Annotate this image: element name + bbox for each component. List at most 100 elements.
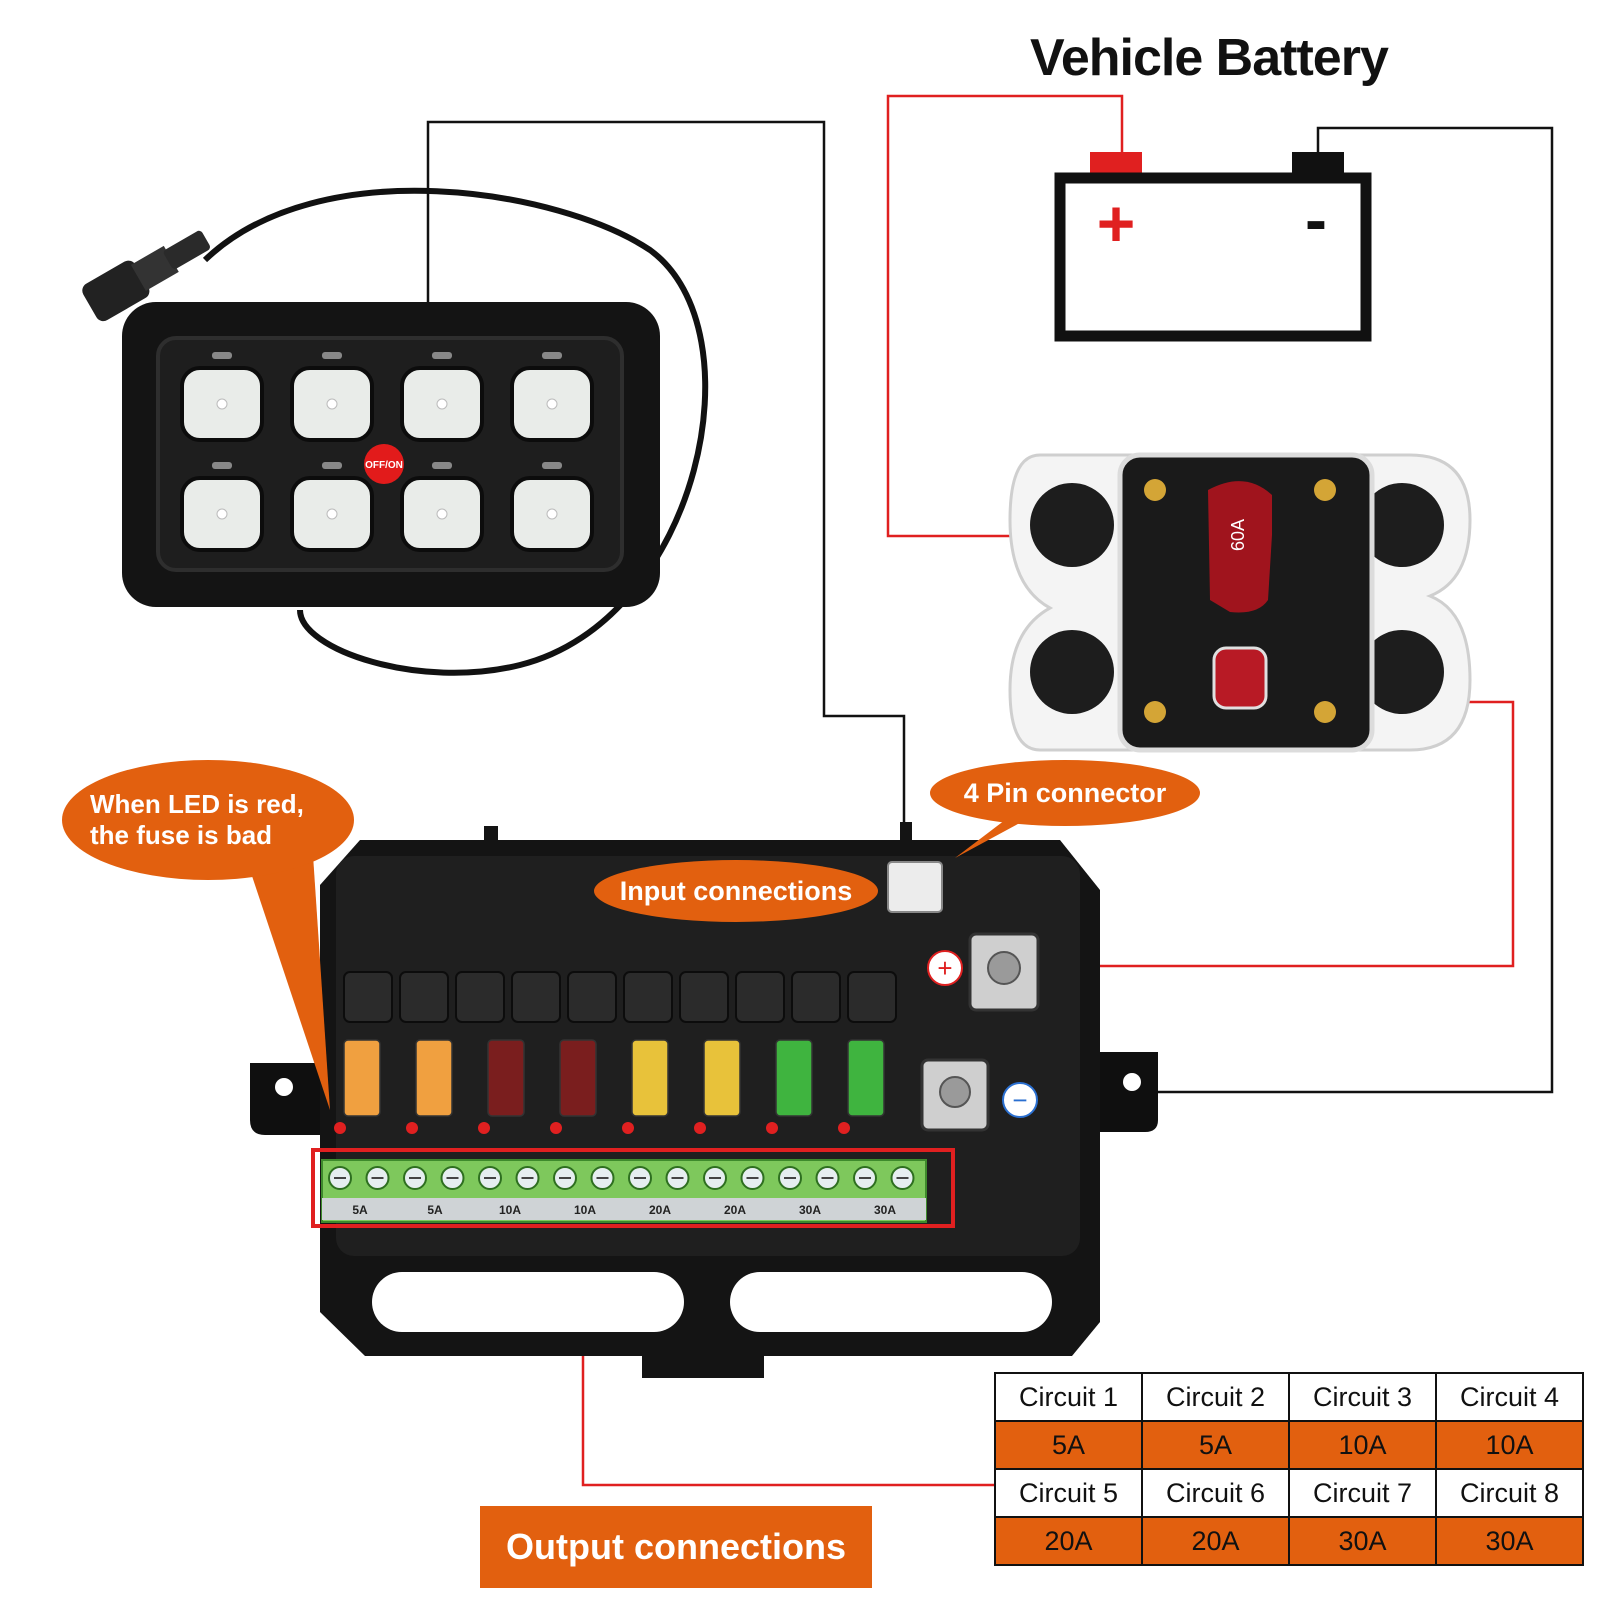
circuit-row-ratings-2: 20A 20A 30A 30A xyxy=(994,1516,1584,1566)
positive-wire-battery-to-breaker xyxy=(886,94,1124,538)
negative-wire-battery-to-hub xyxy=(955,126,1554,1094)
hub-mount-tab-left xyxy=(250,1063,320,1135)
panel-switch-light-3 xyxy=(436,398,448,410)
fuse-sockets xyxy=(334,971,897,1134)
breaker-trip-button[interactable] xyxy=(1212,646,1268,710)
terminal-label-2: 5A xyxy=(427,1203,443,1217)
off-on-badge-label: OFF/ON xyxy=(365,460,403,471)
relay-cap-8 xyxy=(735,971,785,1023)
negative-terminal-screw xyxy=(939,1076,971,1108)
relay-cap-1 xyxy=(343,971,393,1023)
fuse-led-8 xyxy=(838,1122,850,1134)
hub-bottom-slot-right xyxy=(730,1272,1052,1332)
panel-switch-light-1 xyxy=(216,398,228,410)
fuse-1[interactable] xyxy=(343,1039,381,1117)
relay-cap-7 xyxy=(679,971,729,1023)
battery-negative-sign: - xyxy=(1305,182,1327,256)
relay-cap-5 xyxy=(567,971,617,1023)
terminal-label-1: 5A xyxy=(352,1203,368,1217)
panel-led-8 xyxy=(542,462,562,469)
hub-mount-hole-right xyxy=(1123,1073,1141,1091)
led-callout-tail xyxy=(240,840,330,1110)
circuit-1-name: Circuit 1 xyxy=(994,1372,1143,1422)
panel-buttons xyxy=(180,352,594,552)
battery-positive-sign: + xyxy=(1097,186,1136,260)
fuse-4[interactable] xyxy=(559,1039,597,1117)
input-connections-callout: Input connections xyxy=(594,860,878,922)
circuit-row-names-1: Circuit 1 Circuit 2 Circuit 3 Circuit 4 xyxy=(994,1372,1584,1422)
panel-switch-light-8 xyxy=(546,508,558,520)
output-terminal-screws xyxy=(328,1166,915,1190)
circuit-3-rating: 10A xyxy=(1288,1420,1437,1470)
output-terminal-label-bar xyxy=(322,1198,926,1220)
fuse-led-1 xyxy=(334,1122,346,1134)
panel-cable xyxy=(202,187,709,676)
panel-connector-plug xyxy=(82,230,210,322)
hub-top-notch-2 xyxy=(484,826,498,842)
hub-mount-hole-left xyxy=(275,1078,293,1096)
circuit-breaker: 60A xyxy=(1008,452,1472,753)
hub-bottom-clip xyxy=(642,1352,764,1378)
off-on-badge xyxy=(364,444,404,484)
terminal-label-6: 20A xyxy=(724,1203,746,1217)
led-warning-line-1: When LED is red, xyxy=(90,789,304,819)
page-title: Vehicle Battery xyxy=(1030,29,1389,87)
battery-negative-post xyxy=(1292,152,1344,175)
breaker-stud-br xyxy=(1314,701,1336,723)
breaker-mount-right-bottom xyxy=(1360,630,1444,714)
terminal-label-4: 10A xyxy=(574,1203,596,1217)
breaker-reset-lever[interactable] xyxy=(1208,481,1272,613)
panel-led-2 xyxy=(322,352,342,359)
vehicle-battery: + - xyxy=(1054,152,1372,342)
circuit-1-rating: 5A xyxy=(994,1420,1143,1470)
fuse-2[interactable] xyxy=(415,1039,453,1117)
fuse-led-2 xyxy=(406,1122,418,1134)
circuit-8-rating: 30A xyxy=(1435,1516,1584,1566)
circuit-4-name: Circuit 4 xyxy=(1435,1372,1584,1422)
switch-panel: OFF/ON xyxy=(82,187,709,676)
panel-led-4 xyxy=(542,352,562,359)
circuit-8-name: Circuit 8 xyxy=(1435,1468,1584,1518)
negative-terminal-symbol: − xyxy=(1012,1085,1027,1115)
breaker-stud-bl xyxy=(1144,701,1166,723)
fuse-3[interactable] xyxy=(487,1039,525,1117)
fuse-7[interactable] xyxy=(775,1039,813,1117)
four-pin-connector xyxy=(887,861,943,913)
breaker-mount-right-top xyxy=(1360,483,1444,567)
circuit-7-name: Circuit 7 xyxy=(1288,1468,1437,1518)
circuit-5-rating: 20A xyxy=(994,1516,1143,1566)
relay-cap-6 xyxy=(623,971,673,1023)
terminal-label-7: 30A xyxy=(799,1203,821,1217)
relay-cap-9 xyxy=(791,971,841,1023)
panel-led-1 xyxy=(212,352,232,359)
relay-cap-3 xyxy=(455,971,505,1023)
terminal-label-3: 10A xyxy=(499,1203,521,1217)
relay-cap-10 xyxy=(847,971,897,1023)
relay-cap-2 xyxy=(399,971,449,1023)
hub-bottom-slot-left xyxy=(372,1272,684,1332)
battery-positive-post xyxy=(1090,152,1142,175)
signal-wire-panel-to-hub xyxy=(426,120,906,822)
fuse-led-4 xyxy=(550,1122,562,1134)
pin-connector-callout: 4 Pin connector xyxy=(930,760,1200,826)
breaker-rating: 60A xyxy=(1228,519,1248,551)
hub-top-notch xyxy=(900,822,912,842)
fuse-led-5 xyxy=(622,1122,634,1134)
positive-terminal-symbol: + xyxy=(937,953,952,983)
circuit-2-rating: 5A xyxy=(1141,1420,1290,1470)
circuit-row-names-2: Circuit 5 Circuit 6 Circuit 7 Circuit 8 xyxy=(994,1468,1584,1518)
panel-switch-light-2 xyxy=(326,398,338,410)
panel-switch-light-4 xyxy=(546,398,558,410)
fuse-led-6 xyxy=(694,1122,706,1134)
circuit-row-ratings-1: 5A 5A 10A 10A xyxy=(994,1420,1584,1470)
battery-body xyxy=(1054,172,1372,342)
breaker-mount-left-top xyxy=(1030,483,1114,567)
output-connections-label: Output connections xyxy=(480,1506,872,1588)
fuse-6[interactable] xyxy=(703,1039,741,1117)
fuse-8[interactable] xyxy=(847,1039,885,1117)
relay-cap-4 xyxy=(511,971,561,1023)
fuse-5[interactable] xyxy=(631,1039,669,1117)
breaker-mount-left-bottom xyxy=(1030,630,1114,714)
terminal-label-8: 30A xyxy=(874,1203,896,1217)
